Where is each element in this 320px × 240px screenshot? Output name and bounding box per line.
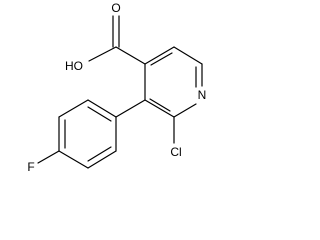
bond-ph1-ph2-inner [87,106,112,122]
bond-c3-phenyl [115,99,146,118]
atom-label-f: F [27,160,34,174]
bond-c4-c5-inner [150,52,173,66]
bond-ph5-ph6-inner [87,146,112,162]
atom-label-cl: Cl [170,145,181,159]
bond-c2-c3 [144,99,175,118]
bond-ph4-f [37,150,60,164]
atom-label-n: N [198,88,207,102]
bond-c4-cooh [115,46,146,65]
bond-ph5-ph6 [87,150,117,169]
atom-label-o: O [111,1,120,15]
bond-ph4-ph5 [58,150,89,169]
bond-c4-c5 [144,46,175,65]
bond-ph1-ph2 [87,99,117,118]
bond-ph2-ph3 [58,99,89,118]
atom-labels: O HO N Cl F [27,1,206,174]
bond-c2-c3-inner [149,98,171,112]
atom-label-ho: HO [65,59,83,73]
chemical-structure: O HO N Cl F [27,1,206,174]
bond-n-c2 [173,103,197,118]
bond-c5-c6 [173,46,203,65]
bond-lines [37,15,203,169]
bond-c-oh [88,46,117,62]
